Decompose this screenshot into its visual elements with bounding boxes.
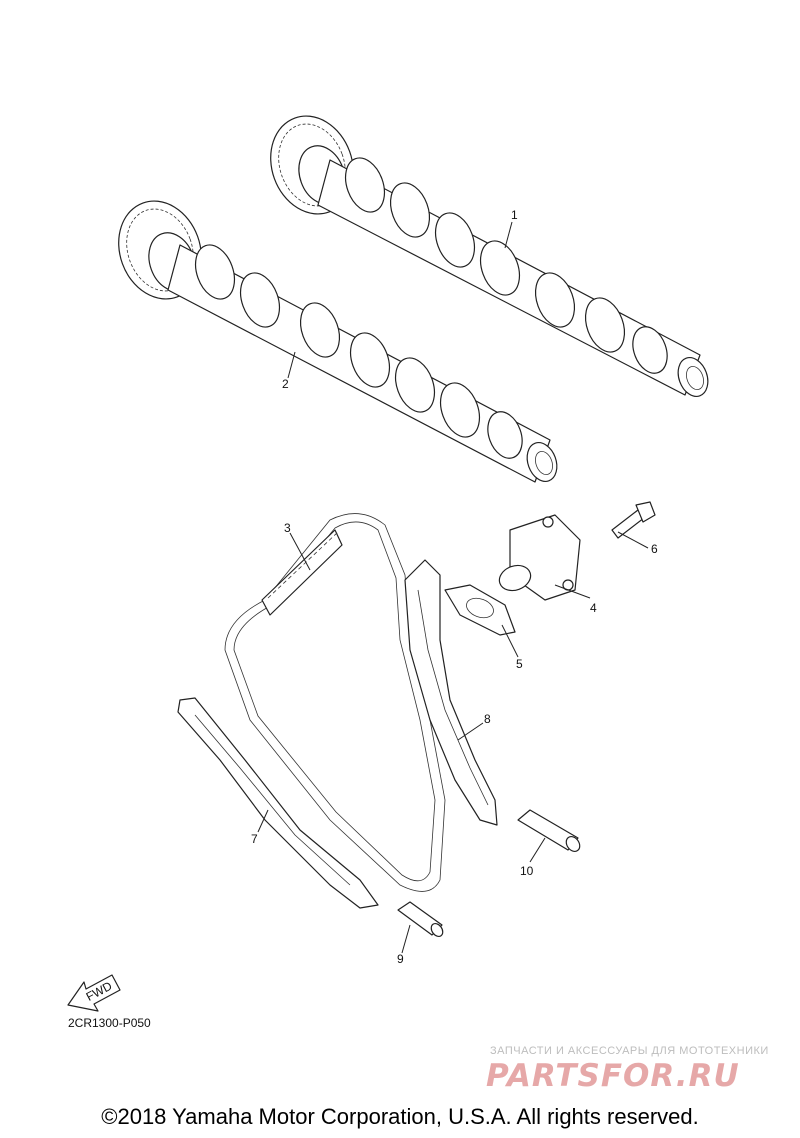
- callout-10: 10: [520, 864, 534, 878]
- callout-7: 7: [251, 832, 258, 846]
- camshaft-1[interactable]: [257, 104, 713, 400]
- pin-9[interactable]: [397, 901, 445, 939]
- callout-4: 4: [590, 601, 597, 615]
- callout-2: 2: [282, 377, 289, 391]
- chain-guide-8[interactable]: [404, 559, 498, 826]
- watermark-tagline: ЗАПЧАСТИ И АКСЕССУАРЫ ДЛЯ МОТОТЕХНИКИ: [490, 1045, 769, 1057]
- gasket-5[interactable]: [444, 584, 516, 636]
- callout-5: 5: [516, 657, 523, 671]
- camshaft-2[interactable]: [105, 189, 562, 485]
- callout-1: 1: [511, 208, 518, 222]
- chain-guide-7[interactable]: [177, 697, 379, 909]
- watermark-logo: PARTSFOR.RU: [486, 1058, 740, 1094]
- timing-chain-3[interactable]: [224, 513, 446, 892]
- callout-9: 9: [397, 952, 404, 966]
- leader-lines: [257, 221, 649, 954]
- pin-10[interactable]: [517, 809, 583, 854]
- bolt-6[interactable]: [611, 501, 656, 539]
- chain-tensioner-4[interactable]: [496, 514, 581, 601]
- callout-8: 8: [484, 712, 491, 726]
- drawing-code: 2CR1300-P050: [68, 1016, 151, 1030]
- callout-6: 6: [651, 542, 658, 556]
- copyright-text: ©2018 Yamaha Motor Corporation, U.S.A. A…: [101, 1104, 699, 1129]
- fwd-arrow-icon: FWD: [67, 974, 121, 1012]
- callout-3: 3: [284, 521, 291, 535]
